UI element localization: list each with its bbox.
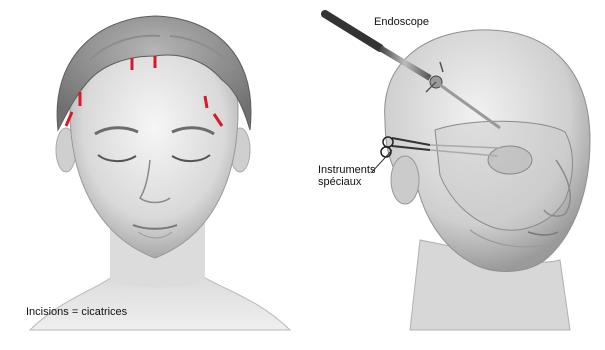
instruments-label-line1: Instruments — [318, 164, 375, 176]
eye-socket — [488, 146, 532, 174]
left-face-illustration — [30, 16, 290, 330]
endoscope-label: Endoscope — [374, 16, 429, 28]
instruments-label: Instruments spéciaux — [318, 164, 375, 188]
incision-mark — [205, 96, 207, 108]
instruments-label-line2: spéciaux — [318, 176, 375, 188]
right-ear — [391, 156, 419, 204]
incisions-caption: Incisions = cicatrices — [26, 306, 127, 318]
